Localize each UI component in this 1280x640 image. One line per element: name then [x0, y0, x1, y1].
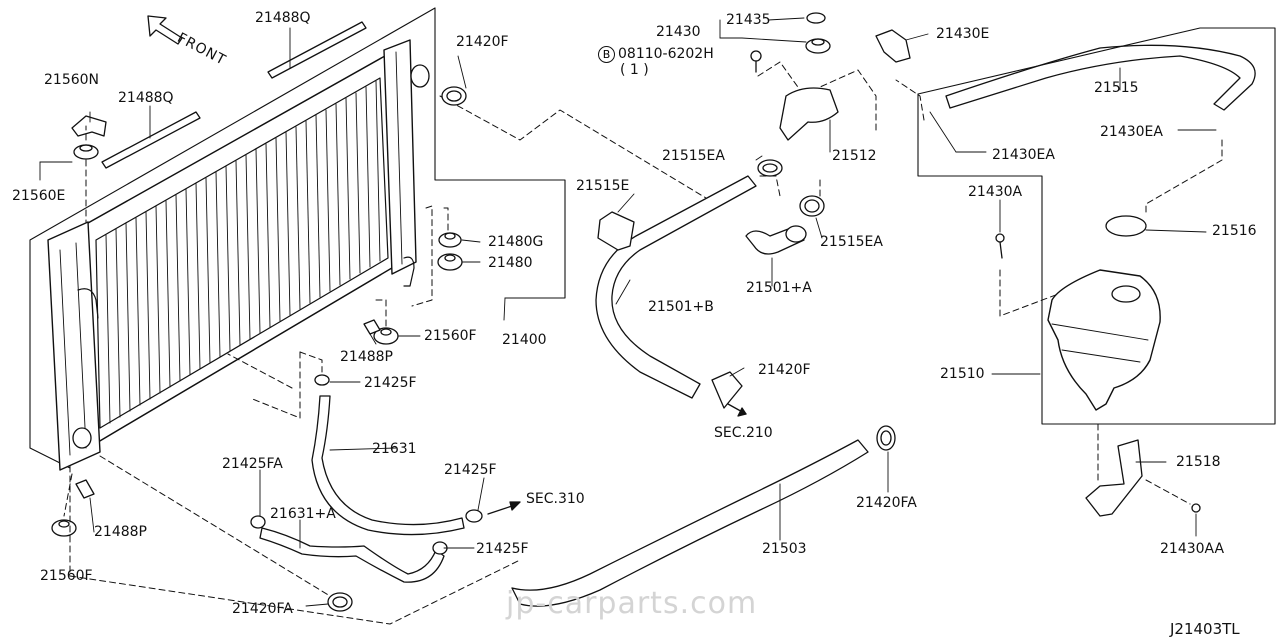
reference-lines — [63, 61, 1223, 625]
sec-arrows — [487, 403, 747, 515]
label-21515EA-left: 21515EA — [662, 148, 725, 164]
reservoir-tank — [917, 27, 1276, 517]
leader-lines — [39, 17, 1217, 607]
label-21488Q-left: 21488Q — [118, 90, 174, 106]
hoses — [259, 44, 1256, 607]
label-bolt-part: 08110-6202H — [618, 46, 714, 62]
label-21501B: 21501+B — [648, 299, 714, 315]
label-21425F-lower: 21425F — [476, 541, 529, 557]
label-21420FA-lower: 21420FA — [232, 601, 293, 617]
label-21425FA: 21425FA — [222, 456, 283, 472]
label-21518: 21518 — [1176, 454, 1221, 470]
label-21420FA-right: 21420FA — [856, 495, 917, 511]
label-21631: 21631 — [372, 441, 417, 457]
label-21560E: 21560E — [12, 188, 66, 204]
radiator-fins — [105, 80, 381, 424]
label-21430EA-left: 21430EA — [992, 147, 1055, 163]
label-21420F-top: 21420F — [456, 34, 509, 50]
label-21501A: 21501+A — [746, 280, 812, 296]
label-21430: 21430 — [656, 24, 701, 40]
label-21560F-upper: 21560F — [424, 328, 477, 344]
label-21430A: 21430A — [968, 184, 1023, 200]
label-21435: 21435 — [726, 12, 771, 28]
mount-parts — [51, 115, 463, 537]
label-21512: 21512 — [832, 148, 877, 164]
label-21430E: 21430E — [936, 26, 990, 42]
label-21488P-lower: 21488P — [94, 524, 147, 540]
label-21480G: 21480G — [488, 234, 544, 250]
label-bolt-qty: ( 1 ) — [620, 62, 649, 78]
label-21425F-upper: 21425F — [364, 375, 417, 391]
label-21400: 21400 — [502, 332, 547, 348]
label-21430AA: 21430AA — [1160, 541, 1225, 557]
water-outlet — [750, 12, 911, 141]
label-21560F-lower: 21560F — [40, 568, 93, 584]
front-arrow-icon — [147, 15, 183, 45]
label-21510: 21510 — [940, 366, 985, 382]
bolt-circle-icon: B — [598, 46, 615, 63]
label-21488P-upper: 21488P — [340, 349, 393, 365]
label-21515EA-right: 21515EA — [820, 234, 883, 250]
label-21515E: 21515E — [576, 178, 630, 194]
label-21430EA-right: 21430EA — [1100, 124, 1163, 140]
label-21420F-middle: 21420F — [758, 362, 811, 378]
label-sec-210: SEC.210 — [714, 425, 773, 441]
watermark: jp-carparts.com — [506, 586, 758, 621]
diagram-code: J21403TL — [1170, 620, 1240, 638]
label-sec-310: SEC.310 — [526, 491, 585, 507]
label-21631A: 21631+A — [270, 506, 336, 522]
radiator-assembly — [29, 7, 566, 471]
label-21425F-middle: 21425F — [444, 462, 497, 478]
label-21515: 21515 — [1094, 80, 1139, 96]
label-21560N: 21560N — [44, 72, 100, 88]
label-21516: 21516 — [1212, 223, 1257, 239]
label-21488Q-top: 21488Q — [255, 10, 311, 26]
label-21503: 21503 — [762, 541, 807, 557]
label-21480: 21480 — [488, 255, 533, 271]
clamps — [250, 86, 896, 612]
